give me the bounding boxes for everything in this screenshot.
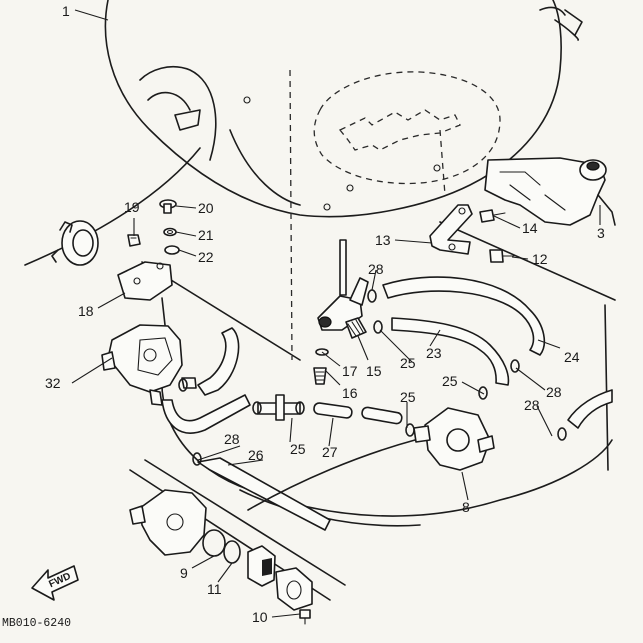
oring-9	[202, 529, 226, 557]
valve-seat	[247, 545, 276, 587]
cover-plate	[275, 567, 313, 611]
pump-inlet-hose	[161, 394, 251, 434]
callout-18: 18	[78, 303, 94, 319]
callout-25b: 25	[442, 373, 458, 389]
drain-screw-16	[313, 367, 327, 385]
oring-17	[315, 348, 329, 356]
fuel-tank	[104, 0, 583, 361]
pump-bracket	[117, 261, 173, 301]
callout-27: 27	[322, 444, 338, 460]
callout-32: 32	[45, 375, 61, 391]
callout-28b: 28	[546, 384, 562, 400]
callout-20: 20	[198, 200, 214, 216]
diaphragm-11	[223, 540, 241, 564]
washer-21	[163, 227, 177, 237]
callout-13: 13	[375, 232, 391, 248]
callout-25d: 25	[290, 441, 306, 457]
callout-16: 16	[342, 385, 358, 401]
screw-10	[299, 609, 311, 625]
callout-28d: 28	[224, 431, 240, 447]
callout-3: 3	[597, 225, 605, 241]
callout-25a: 25	[400, 355, 416, 371]
filler-cap-ring	[51, 220, 99, 266]
hose-27	[313, 402, 353, 419]
callout-11: 11	[207, 581, 222, 597]
callout-23: 23	[426, 345, 442, 361]
callout-14: 14	[522, 220, 538, 236]
hose-clamps	[178, 289, 567, 466]
callout-22: 22	[198, 249, 214, 265]
callout-28c: 28	[524, 397, 540, 413]
diagram-code: MB010-6240	[2, 617, 71, 630]
callout-10: 10	[252, 609, 268, 625]
nut-22	[164, 245, 180, 255]
bolt-20	[159, 199, 177, 214]
hose-24	[382, 276, 546, 356]
callout-21: 21	[198, 227, 214, 243]
callout-26: 26	[248, 447, 264, 463]
hose-23	[391, 317, 510, 386]
hose-joint-tee	[257, 394, 301, 421]
bracket-13	[429, 204, 473, 255]
callout-1: 1	[62, 3, 70, 19]
bolt-14	[479, 209, 506, 223]
callout-8: 8	[462, 499, 470, 515]
callout-25c: 25	[400, 389, 416, 405]
callout-28a: 28	[368, 261, 384, 277]
pump-vent-hose	[197, 327, 240, 396]
leader-lines	[71, 9, 601, 618]
bolt-19	[127, 234, 141, 247]
forward-arrow-icon: FWD	[31, 565, 79, 601]
hose-cock-to-pump	[361, 406, 403, 425]
callout-19: 19	[124, 199, 140, 215]
callout-12: 12	[532, 251, 548, 267]
hose-end-right	[567, 389, 613, 429]
bolt-12	[489, 249, 515, 263]
tank-rear-mount-bracket	[484, 157, 616, 226]
callout-labels: 1 3 8 9 10 11 12 13 14 15 16 17 18 19 20…	[45, 3, 605, 625]
pump-body-exploded	[129, 489, 207, 556]
fuel-cock	[317, 239, 369, 339]
callout-15: 15	[366, 363, 382, 379]
callout-17: 17	[342, 363, 358, 379]
callout-9: 9	[180, 565, 188, 581]
detail-connector	[247, 439, 416, 511]
hose-26	[197, 457, 331, 531]
callout-24: 24	[564, 349, 580, 365]
fuel-filter	[413, 407, 495, 471]
fuel-pump	[101, 297, 197, 406]
